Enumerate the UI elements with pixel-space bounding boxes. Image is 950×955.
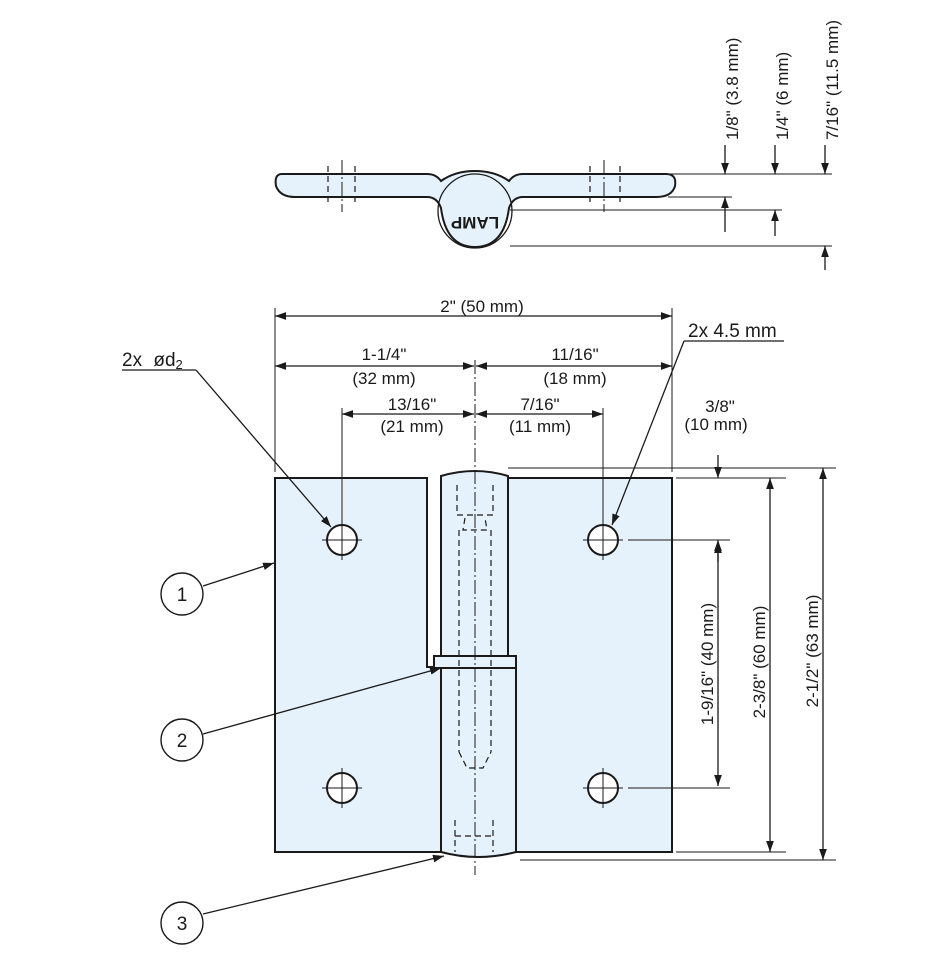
dim-pin-to-right-in: 11/16" — [551, 345, 598, 364]
front-view: 2" (50 mm) 1-1/4" (32 mm) 11/16" (18 mm)… — [122, 297, 836, 945]
callout-3-leader — [202, 854, 445, 915]
hidden-pin — [454, 485, 494, 852]
callout-3-bubble — [160, 901, 204, 945]
dim-overall-width: 2" (50 mm) — [440, 297, 524, 316]
dim-left-hole-mm: (21 mm) — [380, 417, 443, 436]
dim-hole-pitch: 1-9/16" (40 mm) — [698, 603, 717, 725]
dim-label-top-3: 7/16" (11.5 mm) — [823, 20, 842, 140]
callout-2-label: 2 — [177, 731, 188, 752]
dim-left-to-pin-in: 1-1/4" — [362, 345, 407, 364]
callout-2-bubble — [160, 718, 204, 762]
dim-label-top-1: 1/8" (3.8 mm) — [723, 38, 742, 140]
top-view-emboss-text: LAMP — [451, 213, 499, 232]
callout-1-bubble — [160, 572, 204, 616]
dim-overall-height: 2-1/2" (63 mm) — [803, 595, 822, 708]
callout-1-label: 1 — [177, 585, 188, 606]
callout-3-label: 3 — [177, 914, 188, 935]
right-holes-label: 2x 4.5 mm — [688, 321, 777, 342]
top-view-pin-knuckle — [437, 173, 513, 249]
left-holes-leader — [195, 369, 332, 528]
dim-top-hole-mm: (10 mm) — [684, 415, 747, 434]
left-holes-label-prefix: 2x — [122, 350, 143, 371]
dim-left-to-pin-mm: (32 mm) — [352, 369, 415, 388]
right-holes-leader — [611, 340, 685, 526]
callout-2-leader — [202, 667, 442, 735]
dim-left-hole-in: 13/16" — [388, 395, 437, 414]
left-holes-label: 2x ød2 — [122, 350, 183, 372]
dim-pin-to-right-mm: (18 mm) — [543, 369, 606, 388]
top-view-outline — [274, 169, 677, 249]
dim-leaf-height: 2-3/8" (60 mm) — [750, 606, 769, 719]
callout-1-leader — [202, 562, 275, 587]
left-holes-label-symbol: ød — [153, 350, 175, 371]
dim-label-top-2: 1/4" (6 mm) — [773, 52, 792, 140]
top-view: LAMP 1/8" (3.8 mm) 1/4" (6 mm) 7/16" (11… — [274, 20, 842, 270]
hole-crosshairs — [322, 520, 623, 808]
knuckle-lower — [440, 667, 517, 858]
left-leaf — [274, 477, 442, 853]
left-holes-label-sub: 2 — [176, 357, 183, 372]
dim-right-hole-in: 7/16" — [520, 395, 559, 414]
dim-right-hole-mm: (11 mm) — [509, 417, 571, 436]
dim-top-hole-in: 3/8" — [705, 397, 735, 416]
